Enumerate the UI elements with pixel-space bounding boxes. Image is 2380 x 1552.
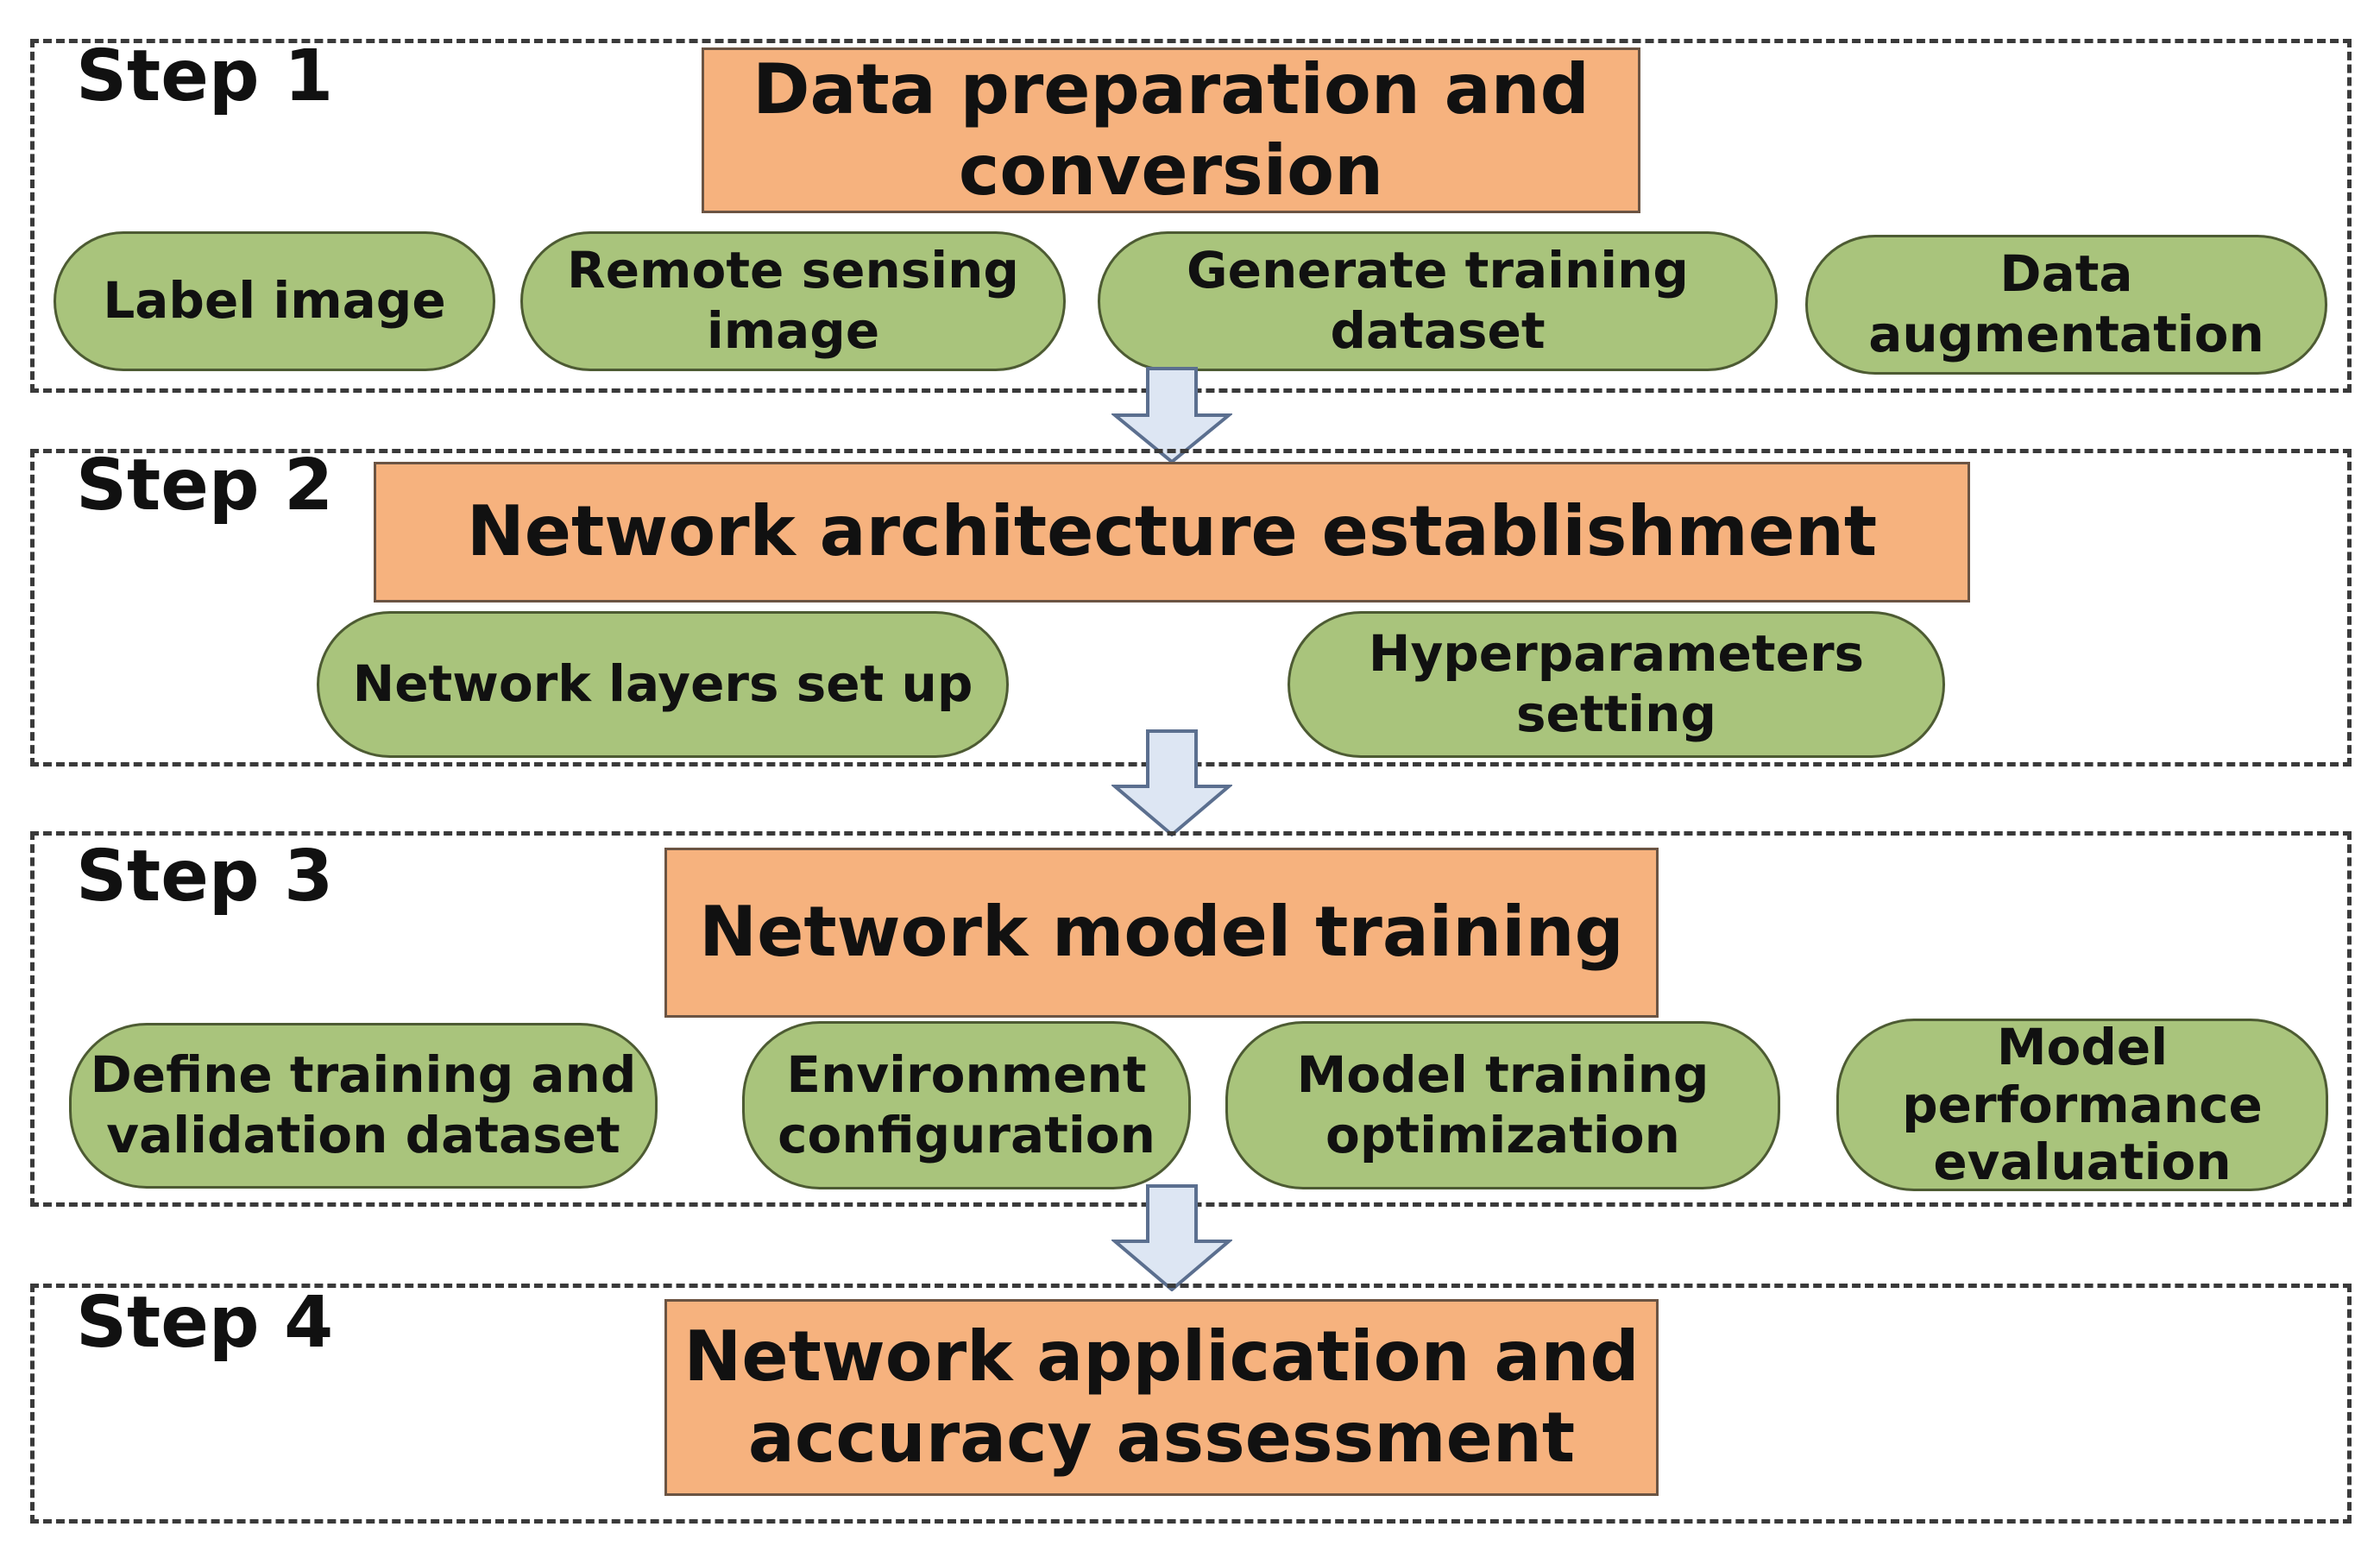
step-4-panel — [30, 1284, 2352, 1524]
step-2-label: Step 2 — [76, 445, 334, 527]
step-1-item-data-augmentation: Data augmentation — [1805, 235, 2327, 375]
step-3-item-model-training-optimization: Model training optimization — [1225, 1021, 1780, 1189]
step-1-label: Step 1 — [76, 35, 334, 117]
step-3-item-environment-configuration: Environment configuration — [742, 1021, 1191, 1189]
step-1-item-remote-sensing-image: Remote sensing image — [520, 231, 1066, 371]
step-2-title-box: Network architecture establishment — [374, 462, 1970, 603]
step-3-item-define-training-validation-dataset: Define training and validation dataset — [69, 1023, 658, 1189]
step-3-label: Step 3 — [76, 836, 334, 918]
step-1-title-box: Data preparation and conversion — [702, 47, 1640, 213]
step-3-item-model-performance-evaluation: Model performance evaluation — [1836, 1019, 2328, 1191]
step-3-title-box: Network model training — [664, 848, 1659, 1018]
step-1-item-label-image: Label image — [54, 231, 495, 371]
step-2-item-network-layers-set-up: Network layers set up — [317, 611, 1009, 758]
down-arrow-icon — [1111, 367, 1232, 464]
step-4-label: Step 4 — [76, 1282, 334, 1364]
step-2-item-hyperparameters-setting: Hyperparameters setting — [1288, 611, 1945, 758]
step-4-title-box: Network application and accuracy assessm… — [664, 1299, 1659, 1496]
down-arrow-icon — [1111, 729, 1232, 836]
step-1-item-generate-training-dataset: Generate training dataset — [1098, 231, 1778, 371]
down-arrow-icon — [1111, 1184, 1232, 1291]
